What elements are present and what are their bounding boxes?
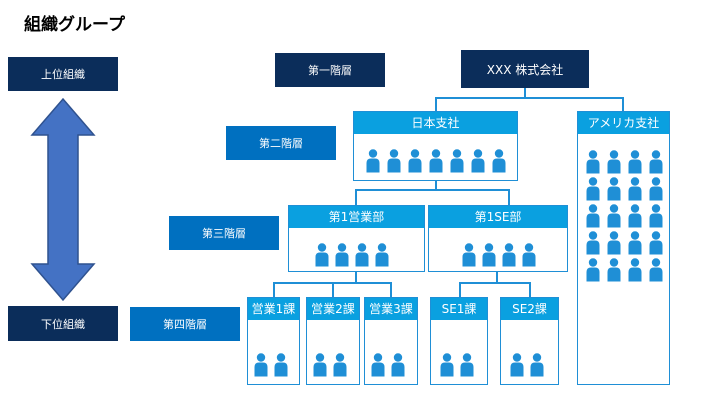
connector-line [508,189,510,206]
person-icon [254,353,268,377]
person-icon [628,177,642,201]
person-icon [355,243,369,267]
se1-dept-box: 第1SE部 [428,205,568,272]
america-branch-box: アメリカ支社 [577,111,670,385]
level-4-label: 第四階層 [130,307,240,341]
se1-section-box: SE1課 [430,297,488,385]
person-icon [313,353,327,377]
page-title: 組織グループ [24,15,125,35]
lower-org-box: 下位組織 [8,306,118,341]
level-1-label: 第一階層 [275,53,385,87]
connector-line [459,282,461,298]
connector-line [355,271,357,283]
connector-line [273,282,275,298]
person-icon [586,231,600,255]
person-icon [391,353,405,377]
se1-dept-label: 第1SE部 [429,206,567,229]
person-icon [607,177,621,201]
person-icon [274,353,288,377]
eigyo1-section-box: 営業1課 [247,297,300,385]
eigyo2-section-box: 営業2課 [306,297,360,385]
person-icon [366,149,380,173]
person-icon [586,258,600,282]
japan-branch-box: 日本支社 [353,111,518,181]
person-icon [492,149,506,173]
connector-line [435,180,437,190]
person-icon [460,353,474,377]
person-icon [482,243,496,267]
level-2-label: 第二階層 [226,126,336,160]
person-icon [387,149,401,173]
person-icon [649,231,663,255]
person-icon [471,149,485,173]
se1-section-label: SE1課 [431,298,487,321]
person-icon [502,243,516,267]
person-icon [333,353,347,377]
person-icon [586,177,600,201]
person-icon [510,353,524,377]
person-icon [586,150,600,174]
person-icon [375,243,389,267]
connector-line [622,97,624,112]
person-icon [315,243,329,267]
upper-org-box: 上位組織 [8,57,118,91]
connector-line [496,271,498,283]
sales1-dept-label: 第1営業部 [289,206,424,229]
person-icon [649,177,663,201]
person-icon [607,231,621,255]
eigyo3-section-label: 営業3課 [365,298,417,321]
eigyo3-section-box: 営業3課 [364,297,418,385]
japan-branch-label: 日本支社 [354,112,517,135]
company-box: XXX 株式会社 [461,50,589,88]
connector-line [524,88,526,98]
america-branch-label: アメリカ支社 [578,112,669,135]
level-3-label: 第三階層 [169,216,279,250]
person-icon [335,243,349,267]
connector-line [529,282,531,298]
person-icon [450,149,464,173]
connector-line [435,97,437,112]
person-icon [586,204,600,228]
person-icon [371,353,385,377]
person-icon [649,204,663,228]
person-icon [408,149,422,173]
person-icon [628,258,642,282]
person-icon [440,353,454,377]
connector-line [332,282,334,298]
person-icon [628,231,642,255]
person-icon [530,353,544,377]
person-icon [649,258,663,282]
person-icon [462,243,476,267]
se2-section-label: SE2課 [501,298,558,321]
person-icon [607,258,621,282]
connector-line [355,189,357,206]
connector-line [355,189,510,191]
person-icon [628,204,642,228]
person-icon [607,204,621,228]
se2-section-box: SE2課 [500,297,559,385]
connector-line [390,282,392,298]
person-icon [649,150,663,174]
connector-line [459,282,531,284]
connector-line [435,97,624,99]
double-arrow-icon [30,97,96,302]
eigyo2-section-label: 営業2課 [307,298,359,321]
person-icon [429,149,443,173]
person-icon [607,150,621,174]
person-icon [522,243,536,267]
person-icon [628,150,642,174]
eigyo1-section-label: 営業1課 [248,298,299,321]
sales1-dept-box: 第1営業部 [288,205,425,272]
